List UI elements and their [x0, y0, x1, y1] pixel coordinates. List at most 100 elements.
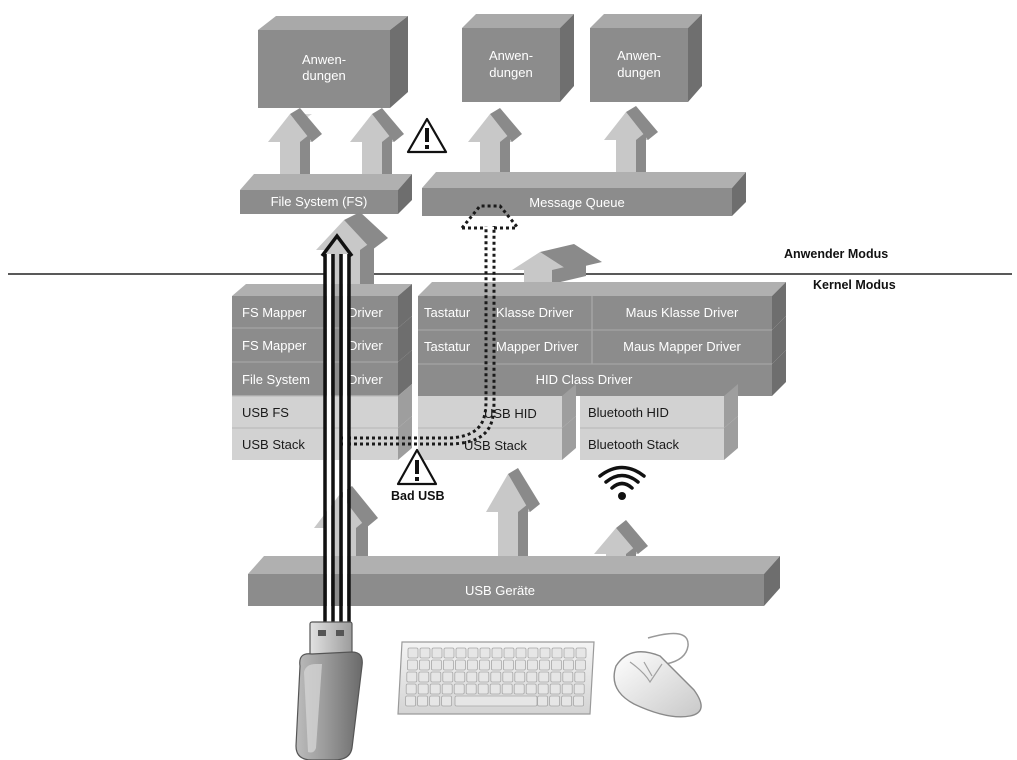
keyboard-key [574, 671, 586, 683]
hid-class-driver-label: HID Class Driver [536, 372, 633, 387]
application-label: Anwen- [302, 52, 346, 67]
keyboard-key [502, 671, 514, 683]
file-system-bar: File System (FS) [240, 174, 412, 214]
keyboard-key [549, 695, 560, 707]
maus-klasse-driver-label: Maus Klasse Driver [626, 305, 739, 320]
keyboard-key [418, 659, 430, 671]
hid-class-driver-block: HID Class Driver [418, 350, 786, 396]
keyboard-key [467, 647, 479, 659]
driver-label: Driver [348, 372, 383, 387]
keyboard-key [539, 647, 551, 659]
application-label: dungen [489, 65, 532, 80]
keyboard-key [429, 683, 441, 695]
keyboard-key [406, 659, 418, 671]
usb-hid-block: USB HID [418, 384, 576, 428]
keyboard-key [477, 683, 489, 695]
usb-data-path [320, 233, 354, 632]
keyboard-key [490, 671, 502, 683]
keyboard-key [429, 695, 441, 707]
keyboard-key [406, 671, 418, 683]
keyboard-key [527, 659, 538, 671]
up-arrow-icon [350, 108, 404, 184]
keyboard-key [479, 647, 491, 659]
keyboard-key [453, 683, 465, 695]
keyboard-key [538, 671, 550, 683]
keyboard-key [405, 695, 417, 707]
message-queue-label: Message Queue [529, 195, 624, 210]
keyboard-key [539, 659, 550, 671]
keyboard-key [515, 647, 527, 659]
keyboard-key [418, 671, 430, 683]
up-arrow-icon [512, 244, 602, 284]
wifi-icon [598, 465, 646, 500]
keyboard-key [454, 671, 466, 683]
bluetooth-hid-label: Bluetooth HID [588, 405, 669, 420]
keyboard-key [441, 683, 453, 695]
keyboard-key [454, 659, 466, 671]
keyboard-key [525, 683, 537, 695]
usb-fs-block: USB FS [232, 384, 412, 428]
message-queue-bar: Message Queue [422, 172, 746, 216]
keyboard-key [431, 647, 443, 659]
usb-fs-label: USB FS [242, 405, 289, 420]
keyboard-key [441, 695, 453, 707]
driver-label: Driver [348, 338, 383, 353]
application-label: dungen [617, 65, 660, 80]
keyboard-key [430, 659, 442, 671]
keyboard-key [562, 671, 574, 683]
fs-mapper-driver-block: FS Mapper Driver [232, 316, 412, 362]
keyboard-spacebar [454, 695, 538, 707]
usb-stack-block: USB Stack [232, 416, 412, 460]
tastatur-label: Tastatur [424, 305, 471, 320]
application-label: Anwen- [617, 48, 661, 63]
bluetooth-hid-block: Bluetooth HID [580, 384, 738, 428]
klasse-driver-label: Klasse Driver [496, 305, 574, 320]
klasse-driver-row: Tastatur Klasse Driver Maus Klasse Drive… [418, 282, 786, 330]
user-mode-label: Anwender Modus [784, 247, 888, 261]
keyboard-key [407, 647, 419, 659]
keyboard-key [561, 683, 573, 695]
bad-usb-label: Bad USB [391, 489, 444, 503]
up-arrow-icon [268, 108, 322, 184]
warning-icon [406, 117, 448, 154]
keyboard-key [563, 647, 575, 659]
keyboard-key [466, 671, 478, 683]
usb-stack-label: USB Stack [464, 438, 527, 453]
keyboard-key [443, 647, 455, 659]
keyboard-key [537, 695, 548, 707]
file-system-label: File System (FS) [271, 194, 368, 209]
keyboard-key [466, 659, 478, 671]
usb-stick-icon [295, 621, 363, 760]
keyboard-key [489, 683, 501, 695]
keyboard-key [575, 659, 586, 671]
maus-mapper-driver-label: Maus Mapper Driver [623, 339, 741, 354]
keyboard-key [550, 671, 562, 683]
bluetooth-stack-label: Bluetooth Stack [588, 437, 680, 452]
keyboard-key [490, 659, 502, 671]
keyboard-key [515, 659, 526, 671]
application-box: Anwen- dungen [258, 16, 408, 108]
usb-stack-block: USB Stack [418, 416, 576, 460]
keyboard-key [526, 671, 538, 683]
keyboard-key [442, 671, 454, 683]
keyboard-key [563, 659, 574, 671]
keyboard-key [549, 683, 561, 695]
mouse-icon [613, 632, 702, 718]
keyboard-key [430, 671, 442, 683]
fs-mapper-label: FS Mapper [242, 305, 307, 320]
application-label: Anwen- [489, 48, 533, 63]
keyboard-key [573, 695, 584, 707]
warning-icon [396, 448, 438, 486]
fs-mapper-label: FS Mapper [242, 338, 307, 353]
keyboard-key [419, 647, 431, 659]
mapper-driver-row: Tastatur Mapper Driver Maus Mapper Drive… [418, 316, 786, 364]
tastatur-label: Tastatur [424, 339, 471, 354]
mapper-driver-label: Mapper Driver [496, 339, 579, 354]
application-box: Anwen- dungen [462, 14, 574, 102]
keyboard-icon [397, 641, 595, 715]
keyboard-key [465, 683, 477, 695]
keyboard-key [575, 647, 587, 659]
keyboard-key [537, 683, 549, 695]
application-label: dungen [302, 68, 345, 83]
